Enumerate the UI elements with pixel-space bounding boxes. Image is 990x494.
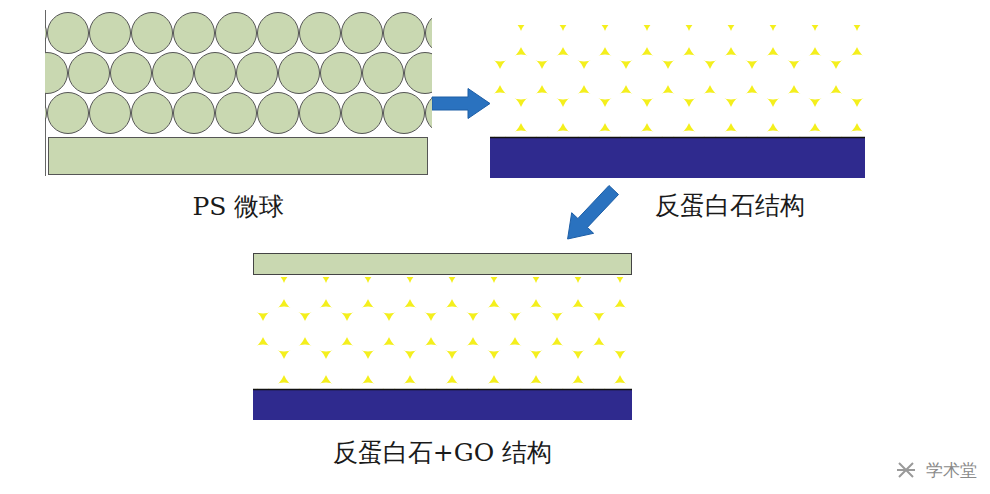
structure-panel: 反蛋白石结构 bbox=[490, 25, 865, 178]
layer-illustration bbox=[253, 253, 632, 420]
watermark-icon bbox=[897, 463, 915, 477]
watermark: 学术堂 bbox=[926, 459, 977, 482]
structure-panel: 反蛋白石+GO 结构 bbox=[253, 253, 632, 420]
panel-caption: 反蛋白石结构 bbox=[655, 189, 805, 222]
panel-caption: 反蛋白石+GO 结构 bbox=[333, 436, 552, 469]
process-arrow bbox=[568, 186, 619, 240]
layer-illustration bbox=[490, 25, 865, 178]
process-arrow bbox=[432, 89, 490, 119]
panel-caption: PS 微球 bbox=[193, 190, 285, 223]
layer-illustration bbox=[45, 10, 432, 176]
structure-panel: PS 微球 bbox=[45, 10, 432, 176]
